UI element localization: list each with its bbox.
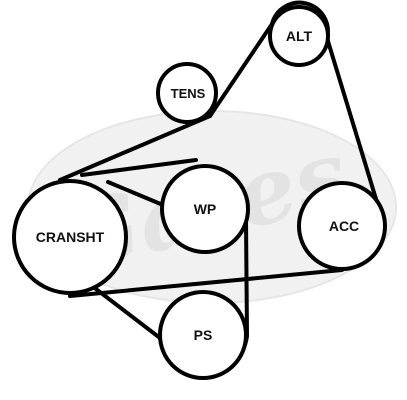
belt-segment-crank-acc: [68, 268, 344, 298]
serpentine-belt: [58, 0, 385, 377]
pulley-wp: WP: [160, 164, 250, 254]
pulley-acc: ACC: [297, 181, 387, 271]
pulley-alt: ALT: [268, 5, 330, 67]
tensioner-pulley-icon: [156, 62, 218, 124]
belt-segment-wp-crank: [106, 180, 165, 207]
ac-compressor-pulley-icon: [297, 181, 387, 271]
belt-segment-crank-wp: [80, 158, 198, 177]
belt-segment-alt-tens: [208, 22, 274, 118]
alt-label: ALT: [286, 28, 313, 44]
crankshaft-pulley-icon: [12, 179, 128, 295]
ps-label: PS: [194, 327, 213, 343]
wp-label: WP: [194, 201, 217, 217]
water-pump-pulley-icon: [160, 164, 250, 254]
belt-segment-acc-alt: [325, 36, 385, 224]
cransht-label: CRANSHT: [36, 229, 105, 245]
pulley-tens: TENS: [156, 62, 218, 124]
pulley-cransht: CRANSHT: [12, 179, 128, 295]
tens-label: TENS: [171, 86, 206, 101]
pulley-ps: PS: [158, 290, 248, 380]
acc-label: ACC: [329, 218, 359, 234]
belt-segment-tens-crank: [58, 114, 212, 182]
belt-segment-wp-ps: [244, 218, 249, 338]
alternator-pulley-icon: [268, 5, 330, 67]
belt-segment-ps-crank: [90, 284, 162, 340]
power-steering-pulley-icon: [158, 290, 248, 380]
